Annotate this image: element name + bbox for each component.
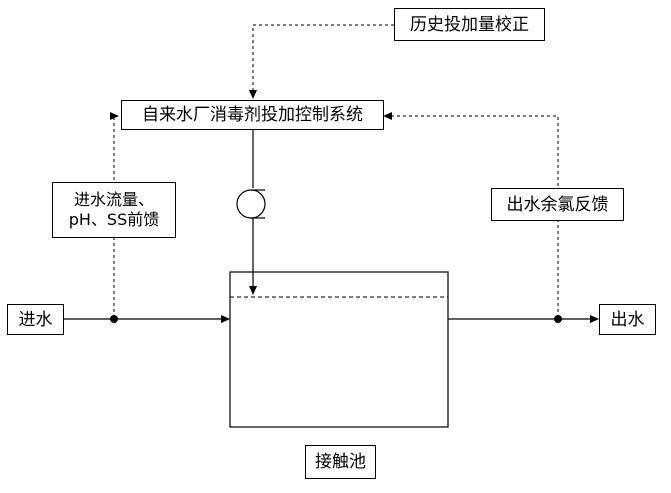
feedback-box: 出水余氯反馈 xyxy=(491,188,624,221)
feedforward-box: 进水流量、 pH、SS前馈 xyxy=(52,182,176,238)
dosing-pump-icon xyxy=(236,189,266,219)
tank-label-box: 接触池 xyxy=(305,445,376,479)
control-system-box: 自来水厂消毒剂投加控制系统 xyxy=(121,100,384,130)
history-correction-link xyxy=(249,24,394,99)
feedforward-link xyxy=(110,112,119,318)
feedforward-label-line2: pH、SS前馈 xyxy=(68,210,160,229)
inlet-box: 进水 xyxy=(7,304,64,335)
feedforward-label-line1: 进水流量、 xyxy=(73,190,154,209)
inlet-junction xyxy=(110,315,118,323)
contact-tank xyxy=(229,271,449,428)
outlet-junction xyxy=(554,315,562,323)
feedback-link xyxy=(383,112,559,318)
history-correction-box: 历史投加量校正 xyxy=(394,8,545,41)
outlet-box: 出水 xyxy=(599,304,656,335)
